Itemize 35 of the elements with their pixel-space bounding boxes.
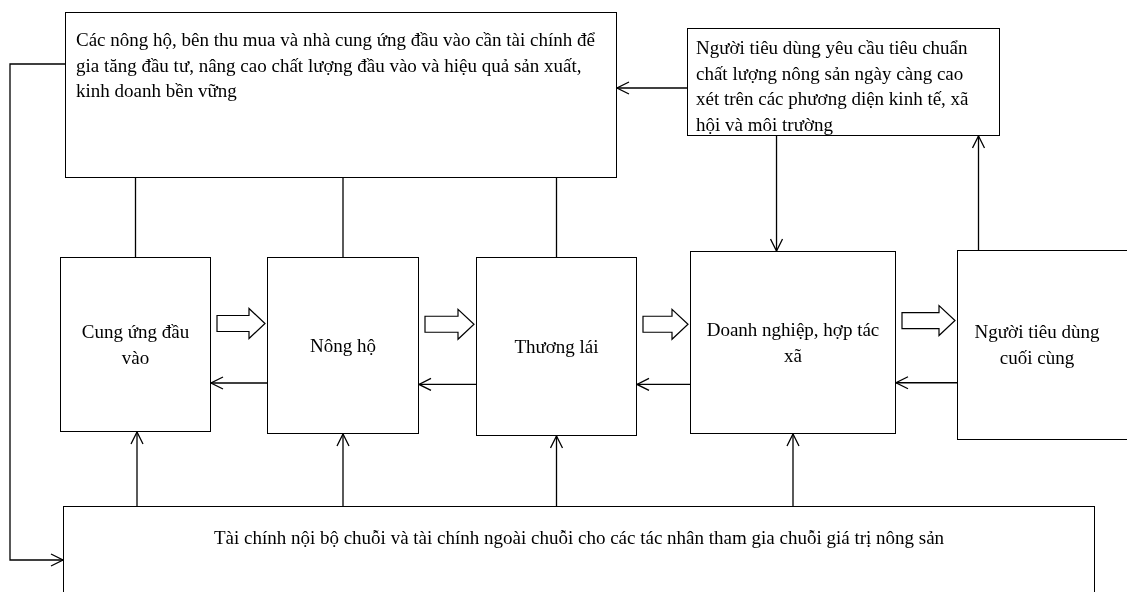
arrow: [786, 433, 800, 507]
arrow: [895, 376, 958, 390]
box-text: Người tiêu dùng cuối cùng: [973, 320, 1101, 370]
arrow: [636, 377, 691, 392]
box-text: Nông hộ: [310, 333, 376, 358]
process-box: [690, 251, 896, 434]
box-text: Người tiêu dùng yêu cầu tiêu chuẩn chất lượng nông sản ngày càng cao xét trên các phương diện kinh tế, xã hội và môi trường: [696, 36, 970, 137]
process-box: [476, 257, 637, 436]
box-text: Tài chính nội bộ chuỗi và tài chính ngoài chuỗi cho các tác nhân tham gia chuỗi giá trị nông sản: [213, 526, 945, 550]
box-text: Thương lái: [514, 334, 599, 359]
box-text: Doanh nghiệp, hợp tác xã: [705, 317, 881, 368]
connector-line: [555, 177, 558, 258]
arrow: [9, 63, 66, 567]
arrow: [336, 433, 350, 507]
arrow: [130, 431, 144, 507]
connector-line: [342, 177, 344, 258]
process-box: [957, 250, 1127, 440]
process-box: [60, 257, 211, 432]
connector-line: [134, 177, 137, 258]
process-box: [63, 506, 1095, 592]
process-box: [687, 28, 1000, 136]
block-arrow: [424, 307, 475, 341]
process-box: [267, 257, 419, 434]
block-arrow: [216, 307, 266, 340]
arrow: [971, 135, 986, 251]
arrow: [549, 435, 564, 507]
block-arrow: [901, 304, 956, 337]
arrow: [210, 376, 268, 390]
box-text: Các nông hộ, bên thu mua và nhà cung ứng đầu vào cần tài chính để gia tăng đầu tư, nâng cao chất lượng đầu vào và hiệu quả sản xuất, kinh doanh bền vững: [76, 28, 596, 104]
arrow: [418, 377, 477, 392]
arrow: [769, 135, 784, 252]
box-text: Cung ứng đầu vào: [80, 319, 191, 370]
arrow: [616, 81, 688, 95]
block-arrow: [642, 307, 689, 341]
process-box: [65, 12, 617, 178]
